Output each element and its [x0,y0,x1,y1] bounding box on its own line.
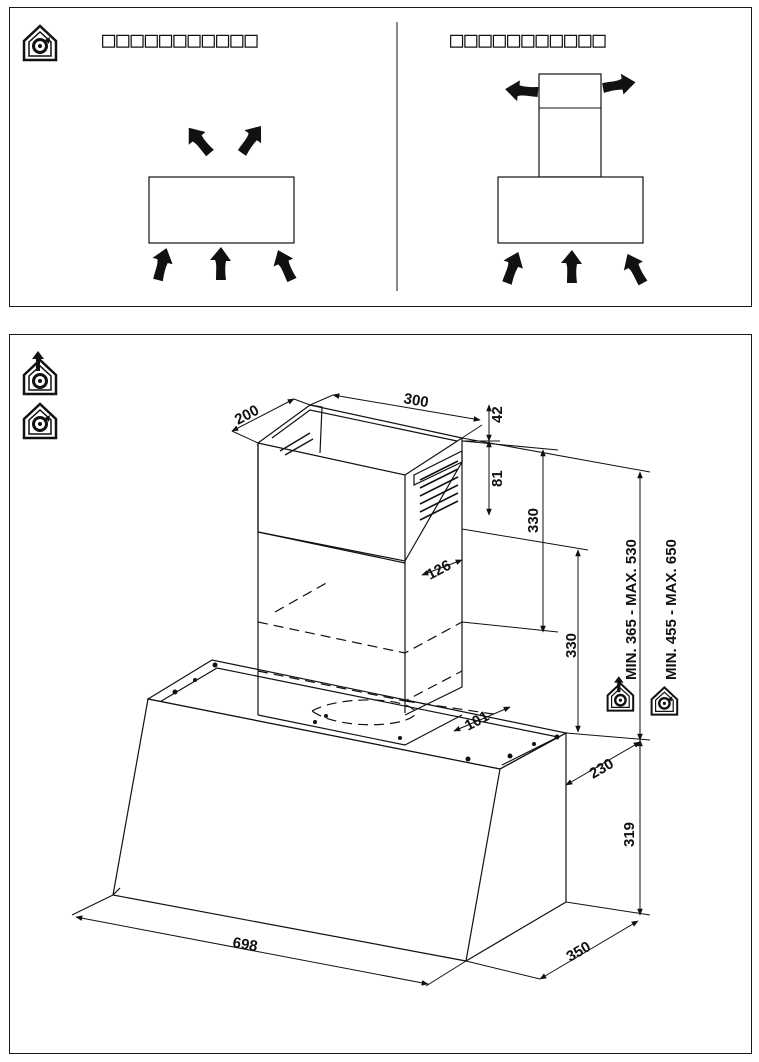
intake-arrow-center [210,247,231,280]
chimney [538,73,602,178]
intake-arrow-left [147,245,177,283]
mode-caption-right: □□□□□□□□□□□ [450,28,607,53]
hood-box [497,176,644,244]
recirculation-icon [22,24,58,62]
dim-hood-width: 698 [231,934,259,955]
hood-box [148,176,295,244]
hood-dimension-drawing: 200 300 42 81 330 330 126 101 230 319 69… [22,349,680,987]
outlet-arrow-right [601,71,638,98]
ducted-range-icon [605,674,635,713]
dim-chimney-depth: 200 [232,402,262,429]
range-recirc: MIN. 455 - MAX. 650 [663,539,680,680]
recirc-range-icon [650,686,679,716]
hood-screws [172,662,560,762]
intake-arrow-left [496,248,528,287]
dim-chimney-width: 300 [402,390,430,411]
outlet-arrow-right [232,119,270,159]
dim-hood-depth: 350 [564,938,594,965]
dim-hood-height: 319 [621,822,638,847]
hood-body [112,659,568,962]
recirculation-mode-icon [22,402,58,440]
outlet-arrow-left [504,79,539,103]
dim-outlet-offset: 101 [462,708,492,735]
airflow-modes-diagram [22,22,652,291]
dim-top-gap: 42 [489,406,506,423]
mode-caption-left: □□□□□□□□□□□ [102,28,259,53]
intake-arrow-right [268,245,302,285]
ducted-mode-icon [22,349,58,396]
chimney-assembly [257,404,501,746]
dim-upper-section: 330 [525,508,542,533]
airflow-modes-panel: □□□□□□□□□□□ □□□□□□□□□□□ [9,7,752,307]
dim-lower-section: 330 [563,633,580,658]
dim-vent-width: 126 [424,557,454,584]
intake-arrow-right [617,249,652,289]
dimensions-panel: 200 300 42 81 330 330 126 101 230 319 69… [9,334,752,1054]
dimension-lines [71,393,651,987]
dim-hood-top-depth: 230 [587,755,617,782]
dim-vent-offset: 81 [489,470,506,487]
range-ducted: MIN. 365 - MAX. 530 [623,539,640,680]
intake-arrow-center [561,250,582,283]
outlet-arrow-left [180,121,218,161]
